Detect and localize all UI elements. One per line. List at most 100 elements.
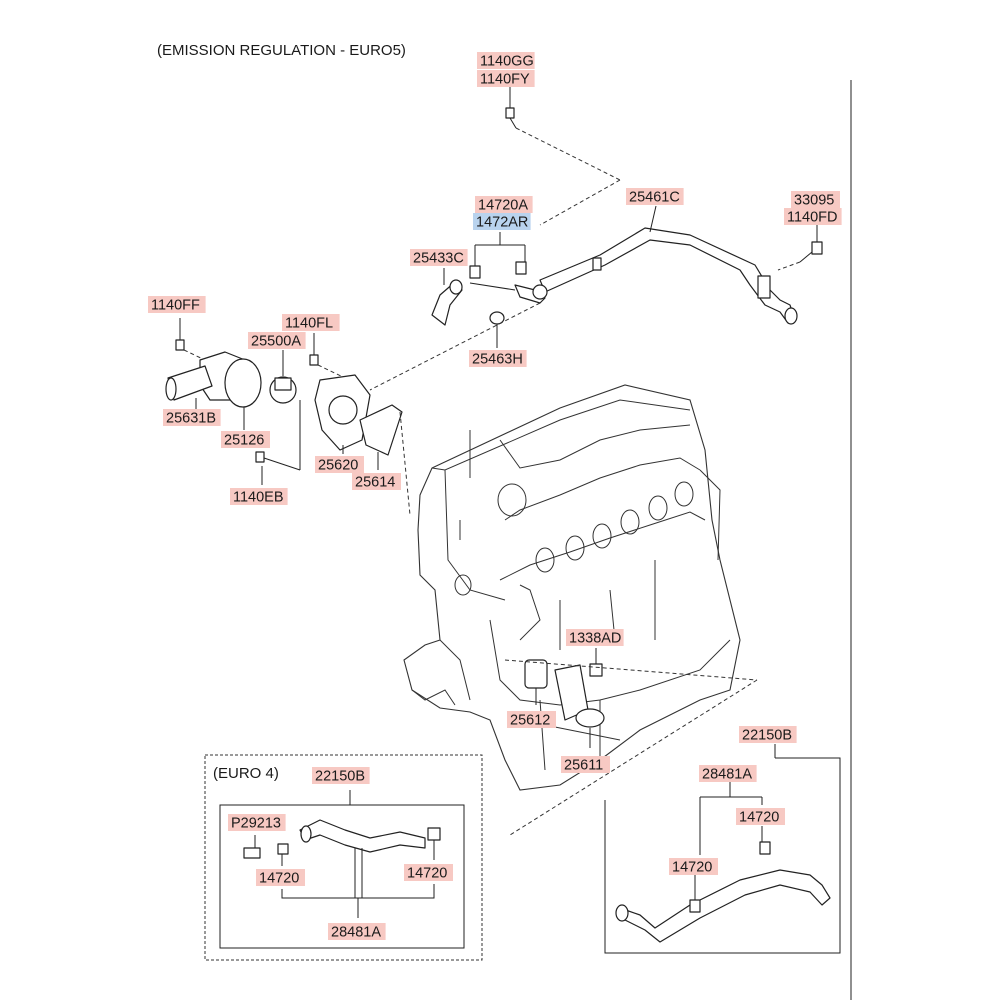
bolt-1140gg[interactable] <box>505 84 517 129</box>
part-label-28481a[interactable]: 28481A <box>328 923 386 941</box>
part-label-14720[interactable]: 14720 <box>256 869 305 887</box>
part-number: 25620 <box>318 458 358 474</box>
part-label-14720[interactable]: 14720 <box>669 858 718 876</box>
part-label-bg <box>477 52 535 69</box>
part-number: 14720 <box>259 871 299 887</box>
part-number: 14720A <box>478 198 528 214</box>
part-number: 25612 <box>510 713 550 729</box>
bolt-33095[interactable] <box>799 225 823 263</box>
gasket-25126[interactable] <box>224 358 262 430</box>
part-label-25461c[interactable]: 25461C <box>626 188 684 206</box>
part-label-bg <box>626 188 684 205</box>
part-label-bg <box>699 765 757 782</box>
gasket-25614[interactable] <box>359 404 403 470</box>
part-label-1140fy[interactable]: 1140FY <box>477 70 535 88</box>
part-label-25620[interactable]: 25620 <box>315 456 364 474</box>
part-label-25631b[interactable]: 25631B <box>163 409 221 427</box>
hose-box-left <box>219 790 465 949</box>
part-label-bg <box>507 711 556 728</box>
part-number: 25500A <box>251 334 301 350</box>
part-number: 1140GG <box>480 54 534 70</box>
part-label-14720[interactable]: 14720 <box>404 864 453 882</box>
part-label-bg <box>477 70 535 87</box>
part-label-bg <box>228 814 286 831</box>
part-label-bg <box>566 629 624 646</box>
part-number: P29213 <box>231 816 281 832</box>
part-label-bg <box>221 431 270 448</box>
part-number: 28481A <box>702 767 752 783</box>
part-label-25463h[interactable]: 25463H <box>469 350 527 368</box>
part-label-bg <box>784 208 842 225</box>
bolt-1140eb[interactable] <box>255 451 265 485</box>
gasket-25612[interactable] <box>524 659 548 705</box>
part-label-25612[interactable]: 25612 <box>507 711 556 729</box>
thermostat-25500a[interactable] <box>269 350 297 404</box>
part-label-bg <box>312 767 370 784</box>
part-number: 28481A <box>331 925 381 941</box>
part-number: 1140FY <box>480 72 530 88</box>
part-label-bg <box>739 726 797 743</box>
part-number: 1140FD <box>787 210 838 226</box>
clamp-14720a[interactable] <box>469 232 527 279</box>
part-number: 25433C <box>413 251 464 267</box>
part-number: 25614 <box>355 475 395 491</box>
part-number: 25631B <box>166 411 216 427</box>
part-label-1140fd[interactable]: 1140FD <box>784 208 842 226</box>
hose-25433c[interactable] <box>431 279 548 326</box>
part-label-bg <box>410 249 468 266</box>
part-number: 1472AR <box>476 215 528 231</box>
part-label-bg <box>248 332 306 349</box>
part-label-25433c[interactable]: 25433C <box>410 249 468 267</box>
part-label-1338ad[interactable]: 1338AD <box>566 629 624 647</box>
part-label-bg <box>352 473 401 490</box>
part-label-bg <box>736 808 785 825</box>
oring-25463h[interactable] <box>489 311 505 348</box>
part-label-1472ar[interactable]: 1472AR <box>473 213 531 231</box>
bolt-1140ff[interactable] <box>175 318 185 351</box>
part-label-25126[interactable]: 25126 <box>221 431 270 449</box>
part-label-1140gg[interactable]: 1140GG <box>477 52 535 70</box>
part-label-bg <box>473 213 531 230</box>
part-label-bg <box>475 196 533 213</box>
part-label-14720a[interactable]: 14720A <box>475 196 533 214</box>
engine-block <box>403 384 741 791</box>
part-number: 14720 <box>407 866 447 882</box>
part-number: 25463H <box>472 352 523 368</box>
part-number: 1338AD <box>569 631 621 647</box>
part-label-28481a[interactable]: 28481A <box>699 765 757 783</box>
part-label-bg <box>469 350 527 367</box>
part-label-bg <box>791 191 840 208</box>
pipe-25461c[interactable] <box>539 227 798 325</box>
bolt-1140fl[interactable] <box>309 333 319 366</box>
euro4-title: (EURO 4) <box>213 765 279 782</box>
hose-box-right <box>604 744 841 954</box>
part-label-25611[interactable]: 25611 <box>561 756 610 774</box>
part-label-p29213[interactable]: P29213 <box>228 814 286 832</box>
outlet-25611[interactable] <box>554 664 605 748</box>
part-number: 1140EB <box>233 490 284 506</box>
diagram-title: (EMISSION REGULATION - EURO5) <box>157 42 406 59</box>
part-number: 14720 <box>672 860 712 876</box>
housing-25620[interactable] <box>314 374 371 454</box>
part-label-33095[interactable]: 33095 <box>791 191 840 209</box>
part-number: 22150B <box>315 769 365 785</box>
part-label-bg <box>561 756 610 773</box>
part-label-bg <box>282 314 340 331</box>
part-label-bg <box>148 296 206 313</box>
part-label-25500a[interactable]: 25500A <box>248 332 306 350</box>
part-label-22150b[interactable]: 22150B <box>312 767 370 785</box>
part-label-22150b[interactable]: 22150B <box>739 726 797 744</box>
part-label-1140eb[interactable]: 1140EB <box>230 488 288 506</box>
part-label-1140ff[interactable]: 1140FF <box>148 296 206 314</box>
part-label-1140fl[interactable]: 1140FL <box>282 314 340 332</box>
part-number: 1140FL <box>285 316 333 332</box>
part-label-25614[interactable]: 25614 <box>352 473 401 491</box>
part-label-bg <box>256 869 305 886</box>
part-number: 33095 <box>794 193 834 209</box>
part-label-bg <box>328 923 386 940</box>
part-label-14720[interactable]: 14720 <box>736 808 785 826</box>
part-label-bg <box>669 858 718 875</box>
part-number: 25126 <box>224 433 264 449</box>
